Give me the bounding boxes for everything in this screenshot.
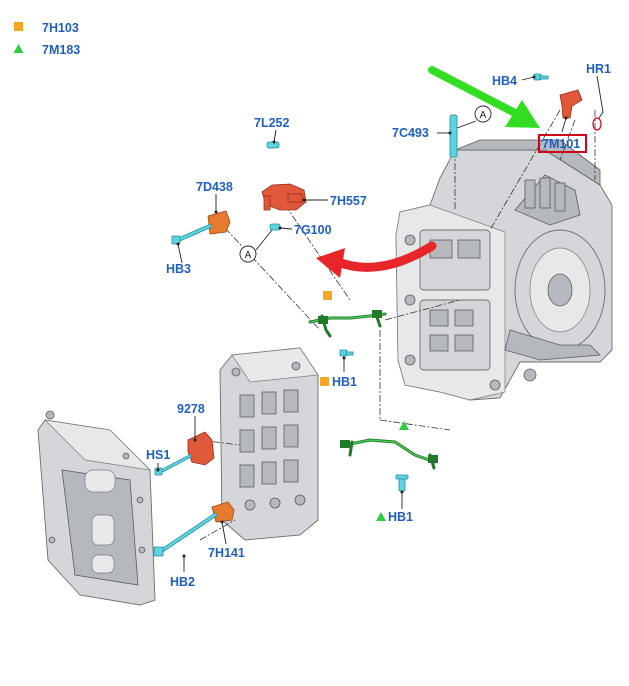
bracket-7h141: [211, 501, 235, 523]
label-hs1[interactable]: HS1: [146, 448, 170, 462]
leader-lines: [156, 75, 604, 572]
label-7c493[interactable]: 7C493: [392, 126, 429, 140]
screw-hs1: [154, 454, 192, 476]
transmission-housing: [395, 139, 613, 401]
label-hb2[interactable]: HB2: [170, 575, 195, 589]
ref-mark-a-left: A: [239, 245, 257, 263]
label-9278[interactable]: 9278: [177, 402, 205, 416]
sensor-7m101: [559, 89, 583, 119]
label-hb1-triangle-icon: [376, 512, 386, 521]
legend-triangle-icon: [13, 44, 24, 53]
bolt-hb2: [153, 513, 217, 557]
bolt-hb1-square: [339, 349, 354, 357]
legend-label-7m183: 7M183: [42, 43, 80, 57]
ref-mark-a-left-text: A: [245, 250, 252, 261]
bracket-7d438: [207, 210, 231, 235]
label-hr1[interactable]: HR1: [586, 62, 611, 76]
bracket-9278: [187, 431, 215, 466]
label-7l252[interactable]: 7L252: [254, 116, 289, 130]
part-labels: HB4 HR1 7C493 7M101 7L252 7D438 7H557 7G…: [146, 62, 611, 589]
legend-label-7h103: 7H103: [42, 21, 79, 35]
legend-square-icon: [14, 22, 23, 31]
valve-body: [219, 347, 319, 541]
harness-7h103-square-icon: [323, 291, 332, 300]
label-7h557[interactable]: 7H557: [330, 194, 367, 208]
green-pointer-arrow: [428, 66, 540, 128]
harness-7h103: [308, 291, 387, 338]
label-7g100[interactable]: 7G100: [294, 223, 332, 237]
legend: 7H103 7M183: [13, 21, 80, 57]
label-hb3[interactable]: HB3: [166, 262, 191, 276]
pin-7c493: [449, 114, 458, 158]
oil-pan: [37, 410, 156, 606]
bracket-7h557: [261, 183, 307, 211]
red-direction-arrow: [316, 241, 437, 278]
bolt-hb3: [171, 224, 212, 245]
label-hb1-triangle[interactable]: HB1: [388, 510, 413, 524]
label-hb1-square-icon: [320, 377, 329, 386]
ref-mark-a-top: A: [474, 105, 492, 123]
pin-7g100: [269, 223, 281, 231]
harness-7m183-triangle-icon: [399, 421, 409, 430]
ref-mark-a-top-text: A: [480, 110, 487, 121]
bolt-hb4: [533, 73, 549, 81]
label-7d438[interactable]: 7D438: [196, 180, 233, 194]
harness-7m183: [340, 421, 438, 470]
label-hb1-square[interactable]: HB1: [332, 375, 357, 389]
bolt-hb1-triangle: [395, 474, 409, 492]
label-7m101[interactable]: 7M101: [542, 137, 580, 151]
label-7h141[interactable]: 7H141: [208, 546, 245, 560]
label-hb4[interactable]: HB4: [492, 74, 517, 88]
highlight-box-7m101: [538, 134, 587, 153]
oring-hr1: [592, 117, 602, 131]
